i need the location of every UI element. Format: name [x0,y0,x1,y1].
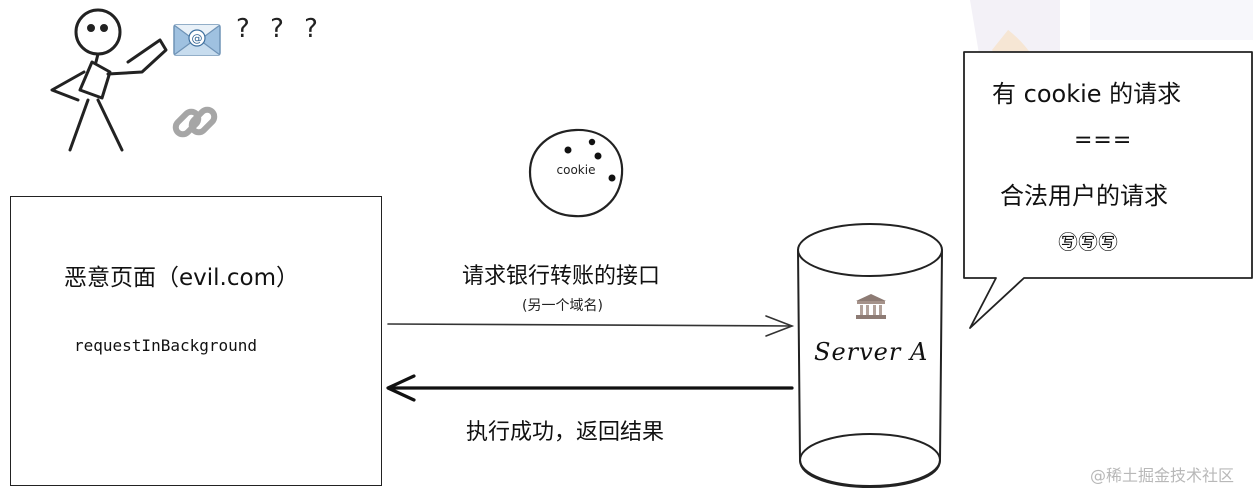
svg-text:@: @ [192,32,203,45]
watermark: @稀土掘金技术社区 [1090,466,1235,485]
bubble-text-line3: 合法用户的请求 [1000,182,1168,210]
bubble-text-line4: ㊢㊢㊢ [1058,230,1118,254]
response-label: 执行成功，返回结果 [466,420,665,445]
arrows [386,315,795,402]
server-cylinder [797,223,943,488]
mail-icon: @ [173,24,221,56]
bank-icon [856,294,886,319]
response-arrow [386,374,794,402]
speech-bubble [963,51,1253,329]
evil-page-box [10,196,382,486]
evil-page-title: 恶意页面（evil.com） [64,265,299,291]
evil-page-code: requestInBackground [74,336,258,355]
link-icon [172,106,218,138]
bubble-text-line2: === [1074,128,1133,153]
stick-figure-icon [50,8,168,152]
server-label: Server A [814,338,929,366]
cookie-label: cookie [556,163,596,177]
request-arrow [387,315,795,337]
request-label: 请求银行转账的接口 [462,264,661,289]
question-marks: ? ? ? [236,14,324,44]
cookie-icon [528,128,624,218]
request-sub-label: (另一个域名) [522,298,603,314]
bubble-text-line1: 有 cookie 的请求 [992,80,1182,108]
